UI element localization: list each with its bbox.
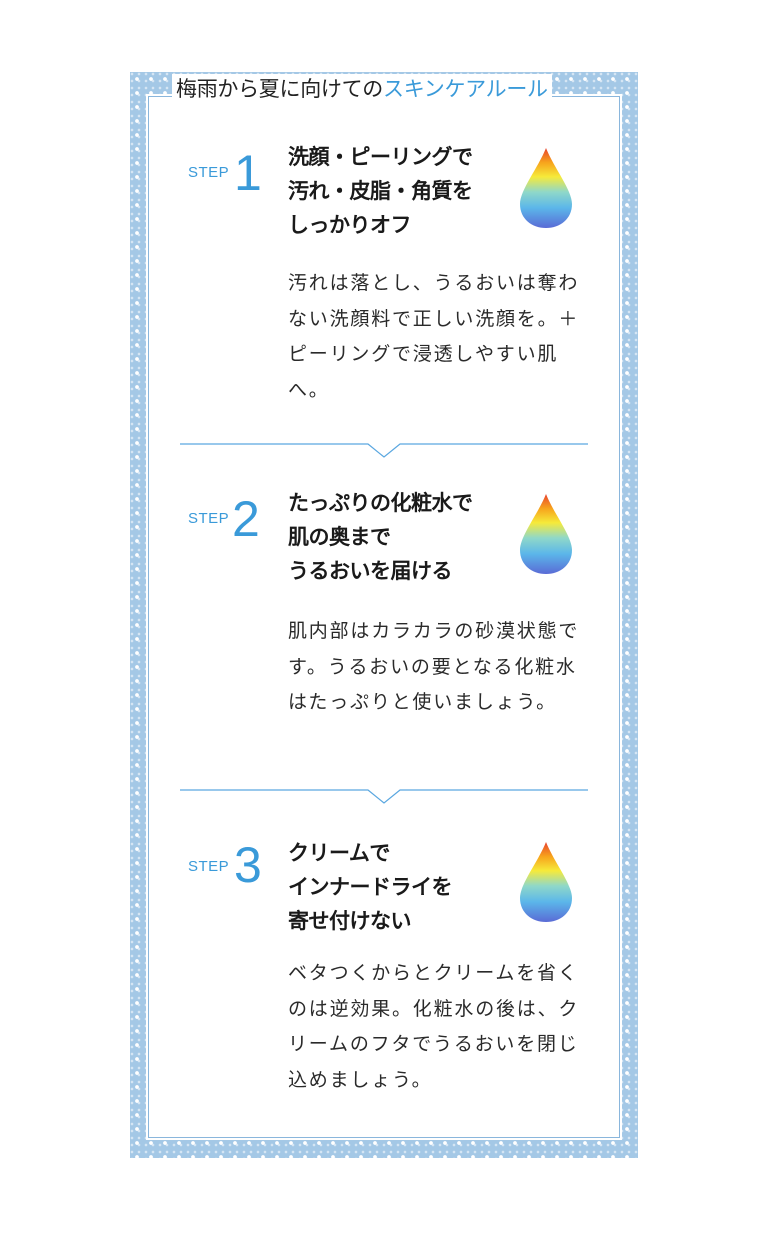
step-2-body: 肌内部はカラカラの砂漠状態です。うるおいの要となる化粧水はたっぷりと使いましょう… (288, 620, 580, 713)
step-1-heading: 洗顔・ピーリングで 汚れ・皮脂・角質を しっかりオフ (288, 145, 473, 237)
rainbow-drop-icon (520, 842, 572, 922)
section-divider-1 (180, 443, 588, 458)
page-title: 梅雨から夏に向けてのスキンケアルール (172, 74, 552, 104)
step-1-number: 1 (234, 145, 262, 201)
section-divider-2 (180, 789, 588, 804)
frame-panel (146, 94, 622, 1140)
step-3-heading: クリームで インナードライを 寄せ付けない (288, 841, 453, 933)
step-2-heading: たっぷりの化粧水で 肌の奥まで うるおいを届ける (288, 491, 473, 583)
decorative-frame (130, 72, 638, 1158)
rainbow-drop-icon (520, 148, 572, 228)
title-part-2: スキンケアルール (383, 77, 548, 101)
step-1-label: STEP (188, 164, 230, 181)
title-part-1: 梅雨から夏に向けての (176, 77, 383, 101)
step-3-label: STEP (188, 858, 230, 875)
step-3-body: ベタつくからとクリームを省くのは逆効果。化粧水の後は、クリームのフタでうるおいを… (288, 962, 580, 1091)
step-1-body: 汚れは落とし、うるおいは奪わない洗顔料で正しい洗顔を。＋ピーリングで浸透しやすい… (288, 272, 580, 401)
step-2-number: 2 (232, 491, 260, 547)
step-2-label: STEP (188, 510, 230, 527)
step-3-number: 3 (234, 837, 262, 893)
rainbow-drop-icon (520, 494, 572, 574)
